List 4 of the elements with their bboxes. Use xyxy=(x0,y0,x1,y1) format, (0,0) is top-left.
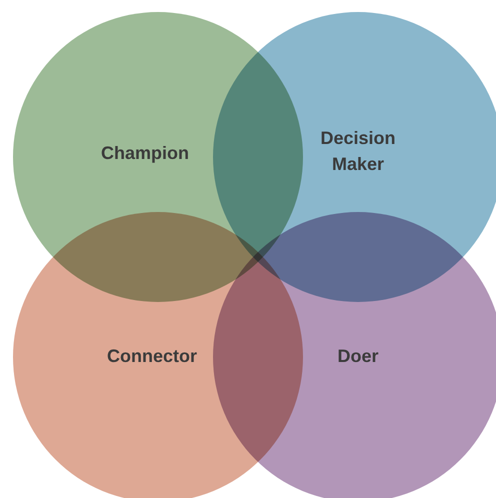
circle-label: Decision Maker xyxy=(319,127,397,176)
circle-label: Doer xyxy=(336,345,380,368)
circle-label: Connector xyxy=(106,345,198,368)
circle-label: Champion xyxy=(100,142,190,165)
